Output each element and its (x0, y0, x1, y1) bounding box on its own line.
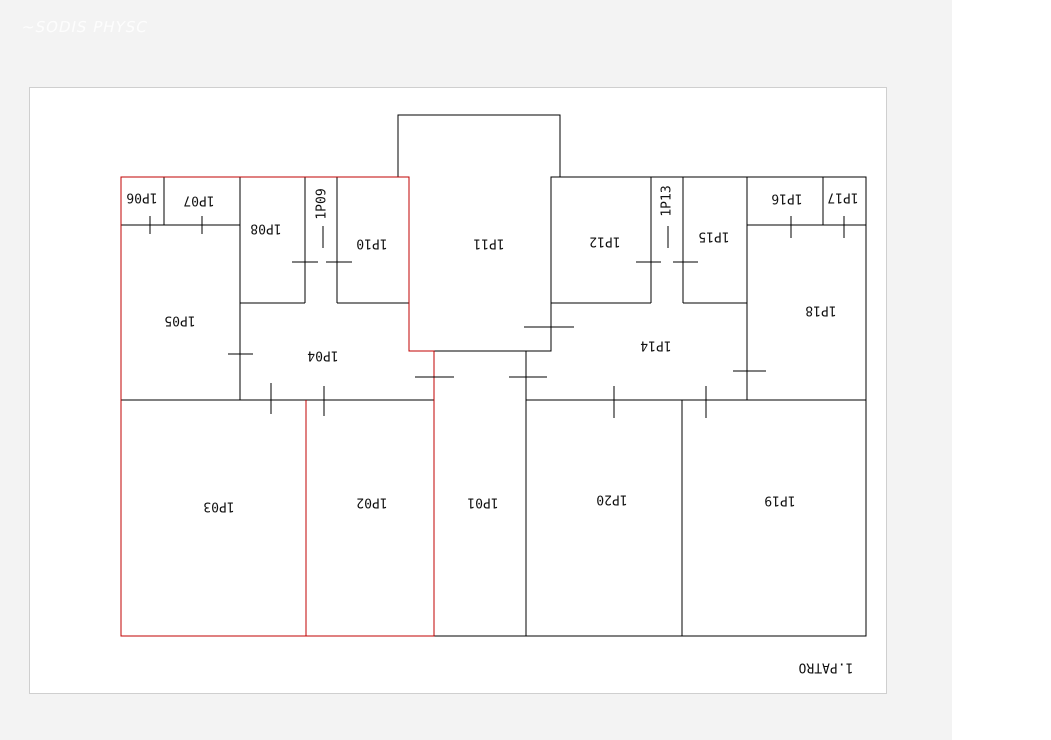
room-label-1p09[interactable]: 1P09 (315, 188, 330, 219)
room-label-1p03[interactable]: 1P03 (203, 499, 234, 514)
room-label-1p04[interactable]: 1P04 (307, 348, 338, 363)
room-label-1p12[interactable]: 1P12 (589, 234, 620, 249)
room-label-1p10[interactable]: 1P10 (356, 236, 387, 251)
room-label-1p18[interactable]: 1P18 (805, 303, 836, 318)
room-label-1p11[interactable]: 1P11 (473, 236, 504, 251)
room-label-1p02[interactable]: 1P02 (356, 495, 387, 510)
room-label-1p16[interactable]: 1P16 (771, 191, 802, 206)
highlight-outline (120, 176, 435, 637)
doors-layer (149, 216, 845, 418)
room-label-1p14[interactable]: 1P14 (640, 338, 671, 353)
room-label-1p17[interactable]: 1P17 (827, 190, 858, 205)
floor-label: 1.PATRO (798, 660, 853, 675)
room-label-1p01[interactable]: 1P01 (467, 495, 498, 510)
room-label-1p08[interactable]: 1P08 (250, 221, 281, 236)
room-label-1p20[interactable]: 1P20 (596, 492, 627, 507)
room-label-1p13[interactable]: 1P13 (660, 185, 675, 216)
room-label-1p07[interactable]: 1P07 (183, 193, 214, 208)
room-label-1p15[interactable]: 1P15 (698, 229, 729, 244)
drawing-sheet (29, 87, 887, 694)
room-label-1p05[interactable]: 1P05 (164, 313, 195, 328)
walls-layer (120, 114, 867, 637)
room-label-1p06[interactable]: 1P06 (126, 190, 157, 205)
room-label-1p19[interactable]: 1P19 (764, 493, 795, 508)
